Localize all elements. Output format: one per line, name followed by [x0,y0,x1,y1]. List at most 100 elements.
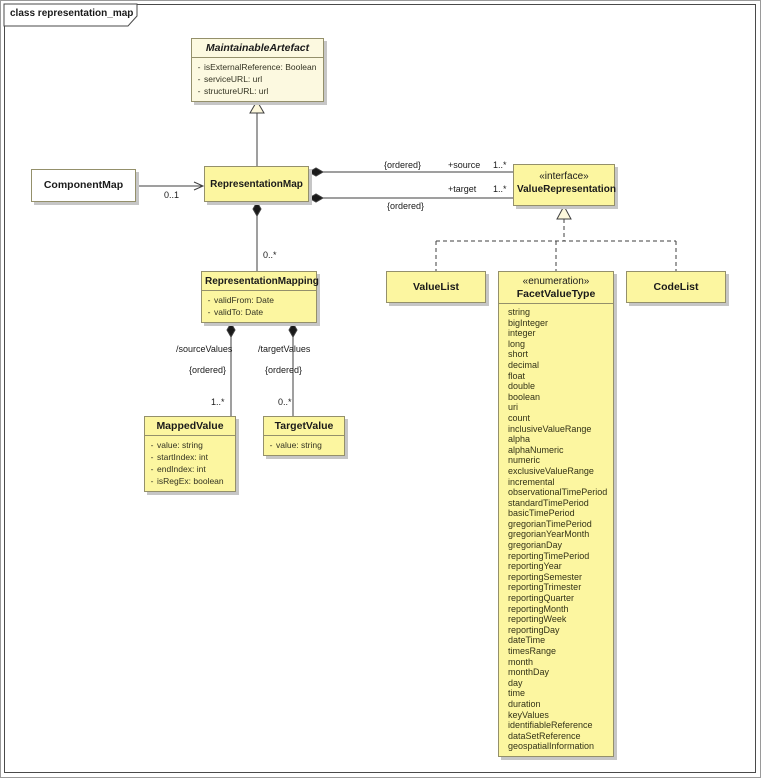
visibility-marker: - [269,440,273,450]
class-attribute: -isRegEx: boolean [147,475,233,487]
visibility-marker: - [207,295,211,305]
frame-tab-shape [3,3,138,27]
enum-literal: basicTimePeriod [508,508,575,519]
realization-triangle-icon [556,204,572,220]
class-targetvalue: TargetValue -value: string [263,416,345,456]
multiplicity-label-componentmap: 0..1 [164,190,180,200]
enum-literal: dataSetReference [508,730,581,741]
enum-literal: month [508,656,534,667]
enum-literal: reportingTrimester [508,582,582,593]
visibility-marker: - [197,86,201,96]
attribute-compartment: -value: string-startIndex: int-endIndex:… [145,435,235,491]
class-attribute: -isExternalReference: Boolean [194,61,321,73]
attribute-text: validFrom: Date [214,295,274,305]
enum-literal: bigInteger [508,317,549,328]
class-codelist: CodeList [626,271,726,303]
class-attribute: -startIndex: int [147,451,233,463]
attribute-text: value: string [276,440,322,450]
class-name: FacetValueType [516,288,596,300]
enum-literal: keyValues [508,709,549,720]
visibility-marker: - [150,440,154,450]
visibility-marker: - [150,464,154,474]
class-attribute: -validTo: Date [204,306,314,318]
composition-representationmap-source [307,167,513,177]
enum-literal: reportingSemester [508,571,583,582]
multiplicity-label-targetvalues: 0..* [278,397,292,407]
class-name: CodeList [653,280,699,293]
enum-literal: float [508,370,526,381]
enum-literal: string [508,307,531,317]
class-attribute: -value: string [266,439,342,451]
enum-literal: alpha [508,434,531,445]
class-maintainableartefact: MaintainableArtefact -isExternalReferenc… [191,38,324,102]
enum-literal: monthDay [508,667,550,678]
realization-links-to-valuerepresentation [435,219,677,271]
enum-literal: reportingMonth [508,603,569,614]
multiplicity-label-target: 1..* [493,184,507,194]
generalization-representationmap-to-maintainableartefact [249,100,265,166]
class-attribute: -serviceURL: url [194,73,321,85]
enum-literal: gregorianTimePeriod [508,518,592,529]
class-name: ValueRepresentation [517,184,616,195]
enum-literal: alphaNumeric [508,444,564,455]
diagram-frame-border [4,4,756,773]
class-representationmapping: RepresentationMapping -validFrom: Date-v… [201,271,319,323]
enum-literal: long [508,338,526,349]
association-componentmap-to-representationmap [136,181,205,191]
role-label-sourcevalues: /sourceValues [176,344,233,354]
ordered-label-sourcevalues: {ordered} [189,365,227,375]
enum-literal: dateTime [508,635,546,646]
attribute-text: isExternalReference: Boolean [204,62,317,72]
ordered-label-source: {ordered} [384,160,422,170]
class-valuerepresentation: «interface» ValueRepresentation [513,164,616,206]
class-mappedvalue: MappedValue -value: string-startIndex: i… [144,416,236,492]
enum-literal: incremental [508,476,555,487]
class-attribute: -endIndex: int [147,463,233,475]
enum-literal: integer [508,328,536,339]
diagram-title: class representation_map [10,8,134,19]
attribute-text: startIndex: int [157,452,209,462]
attribute-text: structureURL: url [204,86,269,96]
multiplicity-label-mapping: 0..* [263,250,277,260]
class-name: MappedValue [156,420,224,432]
class-valuelist: ValueList [386,271,486,303]
attribute-text: serviceURL: url [204,74,263,84]
role-label-targetvalues: /targetValues [258,344,311,354]
attribute-text: endIndex: int [157,464,206,474]
class-componentmap: ComponentMap [31,169,136,202]
enum-literal: inclusiveValueRange [508,423,592,434]
attribute-text: value: string [157,440,203,450]
enum-literal: double [508,381,536,392]
visibility-marker: - [197,74,201,84]
enum-literal: reportingWeek [508,614,567,625]
enum-literal: reportingDay [508,624,560,635]
attribute-text: isRegEx: boolean [157,476,224,486]
class-attribute: -validFrom: Date [204,294,314,306]
class-name: MaintainableArtefact [205,42,310,54]
attribute-compartment: -isExternalReference: Boolean-serviceURL… [192,57,323,101]
class-attribute: -value: string [147,439,233,451]
visibility-marker: - [207,307,211,317]
enum-literal: geospatialInformation [508,741,595,752]
enum-literal: count [508,412,531,423]
enum-literal: timesRange [508,646,557,656]
enum-literal: reportingQuarter [508,593,575,604]
enum-literal: exclusiveValueRange [508,465,594,476]
composition-representationmap-target [307,193,513,203]
class-name: ValueList [412,280,460,293]
visibility-marker: - [150,452,154,462]
attribute-text: validTo: Date [214,307,264,317]
enum-literal: gregorianDay [508,540,563,551]
multiplicity-label-sourcevalues: 1..* [211,397,225,407]
enum-literal: boolean [508,391,541,402]
enum-literal: numeric [508,455,541,466]
attribute-compartment: -value: string [264,435,344,455]
enum-literal: standardTimePeriod [508,497,589,508]
enum-literal: time [508,688,526,699]
attribute-compartment: -validFrom: Date-validTo: Date [202,290,316,322]
class-attribute: -structureURL: url [194,85,321,97]
